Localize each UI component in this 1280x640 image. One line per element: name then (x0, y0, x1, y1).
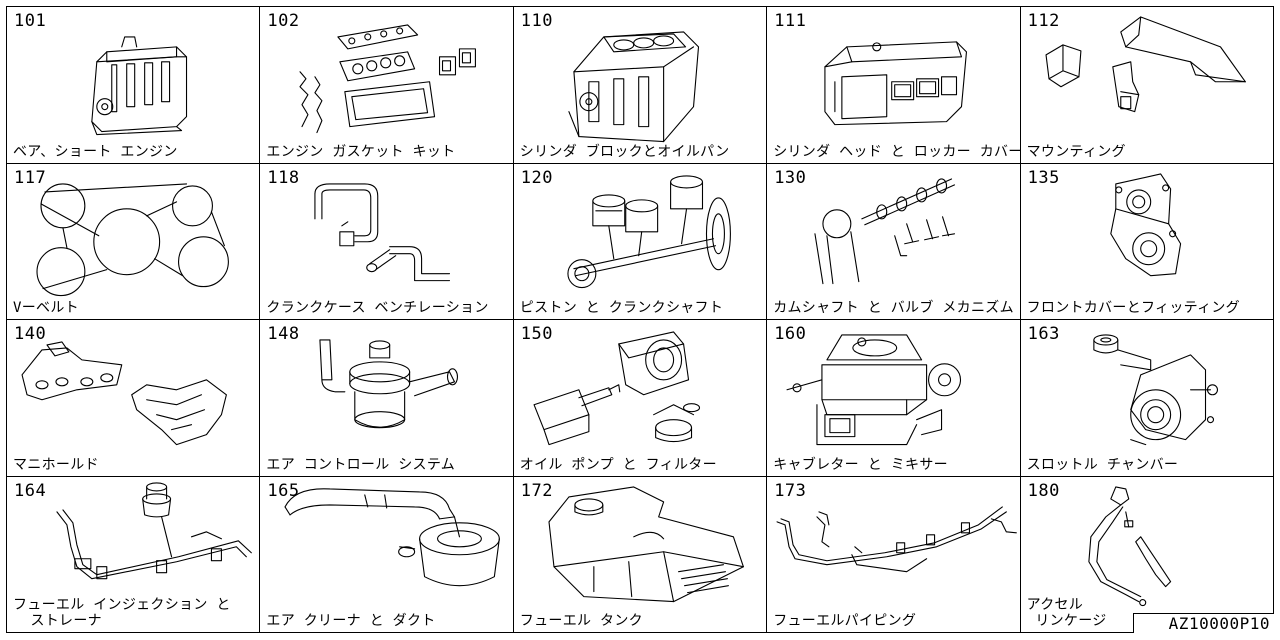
part-group-150[interactable]: 150 オイル ポンプ と フィルター (513, 320, 768, 477)
part-group-label: オイル ポンプ と フィルター (519, 456, 717, 473)
part-group-number: 117 (14, 167, 47, 188)
part-group-label: フューエル インジェクション と ストレーナ (13, 597, 231, 629)
part-group-number: 163 (1027, 324, 1060, 344)
part-group-164[interactable]: 164 フューエル インジェクション と ストレーナ (7, 476, 261, 633)
part-group-number: 172 (520, 480, 554, 501)
mounting-brackets-illustration (1045, 16, 1246, 113)
part-group-number: 112 (1027, 11, 1060, 31)
camshaft-valves-illustration (814, 177, 956, 284)
fuel-tank-illustration (548, 485, 744, 602)
part-group-label: ベア、ショート エンジン (13, 143, 178, 160)
part-group-number: 135 (1027, 167, 1060, 188)
part-group-112[interactable]: 112 マウンティング (1020, 7, 1274, 164)
part-group-135[interactable]: 135 フロントカバーとフィッティング (1020, 163, 1274, 320)
part-group-148[interactable]: 148 エア コントロール システム (260, 320, 514, 477)
oil-pump-filter-illustration (533, 331, 700, 446)
part-group-number: 140 (14, 324, 47, 344)
v-belt-illustration (36, 182, 229, 296)
part-group-number: 110 (520, 11, 554, 31)
part-group-173[interactable]: 173 フューエルパイピング (767, 476, 1021, 633)
manifold-illustration (21, 341, 227, 446)
part-group-label: フロントカバーとフィッティング (1026, 300, 1240, 316)
part-group-label: エア クリーナ と ダクト (266, 613, 436, 629)
part-group-120[interactable]: 120 ピストン と クランクシャフト (513, 163, 768, 320)
part-group-number: 102 (267, 11, 300, 31)
cylinder-head-illustration (824, 41, 968, 126)
parts-catalog-grid: 101 ベア、ショート エンジン 102 エンジン ガスケット キット 110 シリン… (6, 6, 1274, 633)
part-group-label: シリンダ ブロックとオイルパン (519, 143, 730, 160)
part-group-110[interactable]: 110 シリンダ ブロックとオイルパン (513, 7, 768, 164)
accelerator-linkage-illustration (1087, 485, 1171, 606)
part-group-number: 148 (267, 324, 300, 344)
part-group-label: クランクケース ベンチレーション (266, 300, 489, 316)
part-group-118[interactable]: 118 クランクケース ベンチレーション (260, 163, 514, 320)
part-group-165[interactable]: 165 エア クリーナ と ダクト (260, 476, 514, 633)
part-group-label: エンジン ガスケット キット (266, 143, 456, 160)
part-group-140[interactable]: 140 マニホールド (7, 320, 261, 477)
fuel-injection-illustration (56, 481, 252, 579)
part-group-number: 130 (774, 167, 807, 188)
part-group-180[interactable]: 180 アクセル リンケージ (1020, 476, 1274, 633)
part-group-101[interactable]: 101 ベア、ショート エンジン (7, 7, 261, 164)
part-group-163[interactable]: 163 スロットル チャンバー (1020, 320, 1274, 477)
part-group-number: 164 (14, 480, 47, 501)
part-group-number: 101 (14, 11, 47, 31)
part-group-130[interactable]: 130 カムシャフト と バルブ メカニズム (767, 163, 1021, 320)
part-group-label: マウンティング (1026, 143, 1126, 160)
crankcase-hoses-illustration (314, 182, 451, 281)
piston-crankshaft-illustration (567, 174, 731, 288)
part-group-number: 118 (267, 167, 300, 188)
part-group-160[interactable]: 160 キャブレター と ミキサー (767, 320, 1021, 477)
fuel-piping-illustration (776, 505, 1018, 572)
part-group-label: エア コントロール システム (266, 456, 456, 473)
cylinder-block-illustration (568, 31, 699, 143)
part-group-label: シリンダ ヘッド と ロッカー カバー (773, 143, 1021, 160)
air-valve-illustration (319, 339, 459, 429)
part-group-label: スロットル チャンバー (1026, 456, 1179, 473)
front-cover-illustration (1109, 172, 1181, 276)
part-group-label: アクセル リンケージ (1026, 597, 1107, 629)
part-group-label: キャブレター と ミキサー (773, 456, 948, 473)
part-group-number: 150 (520, 324, 554, 344)
air-cleaner-illustration (284, 487, 501, 586)
part-group-label: カムシャフト と バルブ メカニズム (773, 300, 1014, 316)
part-group-label: フューエル タンク (519, 613, 643, 629)
part-group-102[interactable]: 102 エンジン ガスケット キット (260, 7, 514, 164)
part-group-label: Vーベルト (13, 300, 79, 316)
part-group-number: 165 (267, 480, 300, 501)
part-group-number: 180 (1027, 480, 1060, 501)
part-group-label: ピストン と クランクシャフト (519, 300, 724, 316)
part-group-label: マニホールド (13, 456, 99, 473)
throttle-chamber-illustration (1092, 334, 1218, 446)
part-group-111[interactable]: 111 シリンダ ヘッド と ロッカー カバー (767, 7, 1021, 164)
part-group-number: 173 (774, 480, 807, 501)
part-group-number: 120 (520, 167, 554, 188)
part-group-number: 160 (774, 324, 807, 344)
engine-block-illustration (91, 36, 188, 136)
part-group-label: フューエルパイピング (773, 613, 917, 629)
part-group-number: 111 (774, 11, 807, 31)
drawing-code: AZ10000P10 (1133, 613, 1274, 633)
part-group-172[interactable]: 172 フューエル タンク (513, 476, 768, 633)
carburetor-illustration (786, 334, 962, 446)
gasket-kit-illustration (299, 24, 477, 134)
